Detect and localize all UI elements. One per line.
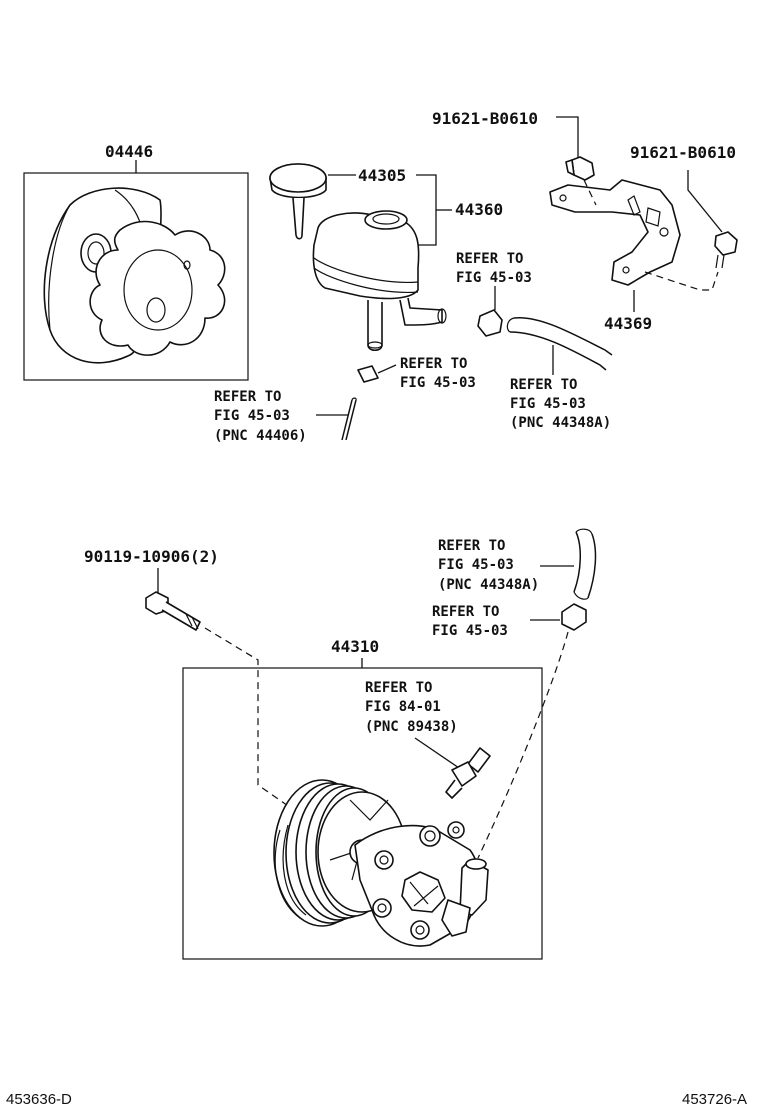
bracket-part-number: 44369 (604, 314, 652, 333)
bolt-upper-left-group: 91621-B0610 (432, 109, 595, 181)
bolt-upper-left-part-number: 91621-B0610 (432, 109, 538, 128)
hose-a-ref-line2: FIG 45-03 (214, 408, 290, 424)
hose-c-ref-line3: (PNC 44348A) (438, 577, 539, 593)
clamp-a-ref-line1: REFER TO (400, 356, 467, 372)
pump-box (182, 667, 543, 960)
hose-b-ref-line3: (PNC 44348A) (510, 415, 611, 431)
reservoir-group: 44360 (312, 174, 503, 352)
hose-b-ref-line2: FIG 45-03 (510, 396, 586, 412)
clamp-b-ref-line1: REFER TO (456, 251, 523, 267)
clamp-a-ref-line2: FIG 45-03 (400, 375, 476, 391)
pump-bolt-part-number: 90119-10906(2) (84, 547, 219, 566)
clamp-c-group: REFER TO FIG 45-03 (432, 603, 587, 859)
clamp-a-illustration (357, 365, 379, 383)
clamp-b-ref-line2: FIG 45-03 (456, 270, 532, 286)
bolt-upper-left-illustration (565, 156, 595, 181)
hose-a-illustration (341, 399, 357, 441)
clamp-b-group: REFER TO FIG 45-03 (456, 251, 532, 337)
pump-group: 44310 REFER TO FIG 84-01 (PNC 89438) (182, 637, 543, 960)
pump-part-number: 44310 (331, 637, 379, 656)
seal-kit-group: 04446 (23, 142, 249, 381)
hose-c-group: REFER TO FIG 45-03 (PNC 44348A) (438, 528, 597, 600)
clamp-a-group: REFER TO FIG 45-03 (357, 356, 476, 391)
bracket-illustration (549, 179, 681, 286)
hose-c-ref-line2: FIG 45-03 (438, 557, 514, 573)
footer-right-code: 453726-A (682, 1091, 747, 1108)
bolt-upper-right-illustration (714, 231, 738, 269)
clamp-c-illustration (561, 603, 587, 631)
sensor-ref-line1: REFER TO (365, 680, 432, 696)
power-steering-pump-illustration (273, 779, 489, 947)
hose-b-ref-line1: REFER TO (510, 377, 577, 393)
sensor-ref-line2: FIG 84-01 (365, 699, 441, 715)
bolt-upper-right-group: 91621-B0610 (630, 143, 738, 269)
hose-b-group: REFER TO FIG 45-03 (PNC 44348A) (506, 316, 613, 431)
footer-left-code: 453636-D (6, 1091, 72, 1108)
reservoir-cap-group: 44305 (269, 163, 406, 240)
seal-kit-part-number: 04446 (105, 142, 153, 161)
clamp-c-ref-line2: FIG 45-03 (432, 623, 508, 639)
hose-b-illustration (506, 316, 613, 371)
pressure-sensor-illustration (445, 747, 491, 799)
hose-a-ref-line1: REFER TO (214, 389, 281, 405)
hose-a-ref-line3: (PNC 44406) (214, 428, 307, 444)
reservoir-illustration (312, 210, 447, 352)
reservoir-cap-illustration (269, 163, 327, 240)
seal-kit-illustration (43, 187, 226, 364)
pump-bolt-illustration (145, 591, 201, 631)
reservoir-cap-part-number: 44305 (358, 166, 406, 185)
clamp-b-illustration (477, 309, 503, 337)
bracket-group: 44369 (549, 179, 719, 333)
hose-c-illustration (573, 528, 597, 600)
clamp-c-ref-line1: REFER TO (432, 604, 499, 620)
sensor-ref-line3: (PNC 89438) (365, 719, 458, 735)
hose-c-ref-line1: REFER TO (438, 538, 505, 554)
hose-a-group: REFER TO FIG 45-03 (PNC 44406) (214, 389, 357, 444)
reservoir-leader (416, 174, 437, 246)
reservoir-part-number: 44360 (455, 200, 503, 219)
pump-bolt-group: 90119-10906(2) (84, 547, 331, 836)
bolt-upper-right-part-number: 91621-B0610 (630, 143, 736, 162)
